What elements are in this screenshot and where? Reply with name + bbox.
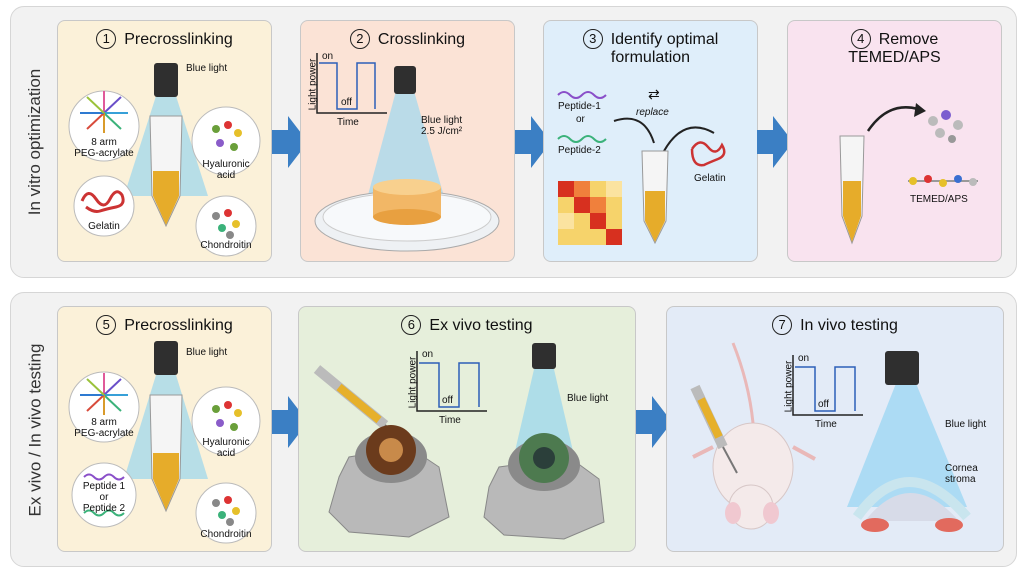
row-label: In vitro optimization <box>25 68 45 216</box>
gelatin-label: Gelatin <box>694 173 726 184</box>
blue-light-label: Blue light <box>567 393 609 404</box>
panel-illustration <box>690 342 971 532</box>
hyaluronic-acid-label: Hyaluronic acid <box>202 437 250 459</box>
axis-ylabel: Light power <box>307 58 319 111</box>
peg-acrylate-label: 8 arm PEG-acrylate <box>74 417 134 439</box>
panel-illustration <box>68 63 261 257</box>
swap-icon: ⇄ <box>648 86 660 102</box>
axis-ylabel: Light power <box>407 356 419 409</box>
peptide-options-label: Peptide 1 or Peptide 2 <box>82 481 126 514</box>
hyaluronic-acid-label: Hyaluronic acid <box>202 159 250 181</box>
chondroitin-label: Chondroitin <box>200 240 252 251</box>
time-label: Time <box>439 415 461 426</box>
on-label: on <box>422 349 434 360</box>
gelatin-label: Gelatin <box>88 221 120 232</box>
or-label: or <box>576 114 585 125</box>
syringe-icon <box>690 384 738 474</box>
panel-illustration <box>313 343 605 540</box>
rat-icon <box>692 342 816 530</box>
temed-aps-molecule-icon <box>908 175 978 187</box>
panel-illustration <box>557 91 726 245</box>
peptide-2-label: Peptide-2 <box>558 145 601 156</box>
temed-aps-label: TEMED/APS <box>910 194 968 205</box>
cornea-stroma-label: Cornea stroma <box>945 463 978 485</box>
blue-light-label: Blue light <box>186 63 228 74</box>
blue-light-dose-label: Blue light 2.5 J/cm² <box>421 115 463 137</box>
heatmap-icon <box>558 181 622 245</box>
panel-illustration <box>314 53 500 252</box>
on-label: on <box>798 353 810 364</box>
axis-ylabel: Light power <box>783 360 795 413</box>
replace-label: replace <box>636 107 669 118</box>
off-label: off <box>442 395 453 406</box>
chondroitin-label: Chondroitin <box>200 529 252 540</box>
time-label: Time <box>815 419 837 430</box>
blue-light-label: Blue light <box>945 419 987 430</box>
panel-illustration <box>68 341 261 544</box>
off-label: off <box>341 97 352 108</box>
row-label: Ex vivo / In vivo testing <box>25 343 44 516</box>
panel-illustration <box>839 103 978 245</box>
off-label: off <box>818 399 829 410</box>
peptide-1-label: Peptide-1 <box>558 101 601 112</box>
time-label: Time <box>337 117 359 128</box>
blue-light-label: Blue light <box>186 347 228 358</box>
on-label: on <box>322 51 334 62</box>
peg-acrylate-label: 8 arm PEG-acrylate <box>74 137 134 159</box>
molecule-icon <box>928 110 963 143</box>
